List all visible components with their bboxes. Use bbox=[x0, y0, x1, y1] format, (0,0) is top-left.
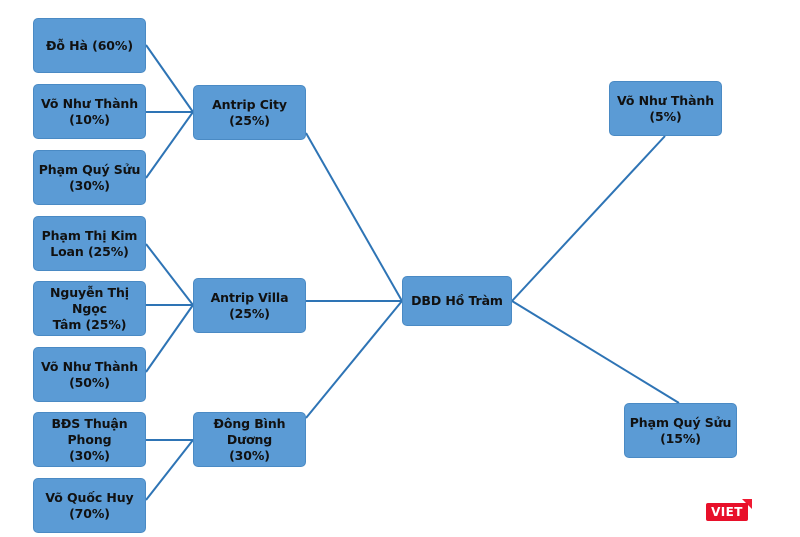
node-vo-nhu-thanh-10[interactable]: Võ Như Thành (10%) bbox=[33, 84, 146, 139]
node-label-vo-quoc-huy: Võ Quốc Huy (70%) bbox=[45, 489, 134, 521]
node-pham-quy-suu-15[interactable]: Phạm Quý Sửu (15%) bbox=[624, 403, 737, 458]
node-label-nguyen-thi-ngoc-tam: Nguyễn Thị Ngọc Tâm (25%) bbox=[50, 284, 129, 332]
connector-do-ha-to-antrip-city bbox=[145, 44, 194, 113]
node-bds-thuan-phong[interactable]: BĐS Thuận Phong (30%) bbox=[33, 412, 146, 467]
node-label-vo-nhu-thanh-5: Võ Như Thành (5%) bbox=[617, 92, 714, 124]
node-label-antrip-villa: Antrip Villa (25%) bbox=[210, 289, 289, 321]
connector-dong-binh-duong-to-dbd-ho-tram bbox=[305, 300, 403, 419]
node-label-antrip-city: Antrip City (25%) bbox=[212, 96, 287, 128]
node-label-vo-nhu-thanh-10: Võ Như Thành (10%) bbox=[41, 95, 138, 127]
node-pham-quy-suu-30[interactable]: Phạm Quý Sửu (30%) bbox=[33, 150, 146, 205]
node-vo-quoc-huy[interactable]: Võ Quốc Huy (70%) bbox=[33, 478, 146, 533]
connector-pham-thi-kim-loan-to-antrip-villa bbox=[145, 243, 194, 306]
connector-dbd-ho-tram-to-pham-quy-suu-15 bbox=[511, 300, 680, 404]
node-nguyen-thi-ngoc-tam[interactable]: Nguyễn Thị Ngọc Tâm (25%) bbox=[33, 281, 146, 336]
node-label-pham-quy-suu-30: Phạm Quý Sửu (30%) bbox=[38, 161, 141, 193]
node-vo-nhu-thanh-5[interactable]: Võ Như Thành (5%) bbox=[609, 81, 722, 136]
node-antrip-city[interactable]: Antrip City (25%) bbox=[193, 85, 306, 140]
node-vo-nhu-thanh-50[interactable]: Võ Như Thành (50%) bbox=[33, 347, 146, 402]
connector-dbd-ho-tram-to-vo-nhu-thanh-5 bbox=[511, 135, 666, 302]
connector-pham-quy-suu-30-to-antrip-city bbox=[145, 111, 194, 179]
node-antrip-villa[interactable]: Antrip Villa (25%) bbox=[193, 278, 306, 333]
connector-vo-quoc-huy-to-dong-binh-duong bbox=[145, 439, 194, 501]
node-do-ha[interactable]: Đỗ Hà (60%) bbox=[33, 18, 146, 73]
node-label-pham-thi-kim-loan: Phạm Thị Kim Loan (25%) bbox=[41, 227, 138, 259]
node-label-vo-nhu-thanh-50: Võ Như Thành (50%) bbox=[41, 358, 138, 390]
logo-text: VIET bbox=[706, 503, 748, 521]
node-label-pham-quy-suu-15: Phạm Quý Sửu (15%) bbox=[629, 414, 732, 446]
connector-vo-nhu-thanh-50-to-antrip-villa bbox=[145, 304, 194, 373]
node-label-dong-binh-duong: Đông Bình Dương (30%) bbox=[213, 415, 286, 463]
node-dbd-ho-tram[interactable]: DBD Hồ Tràm bbox=[402, 276, 512, 326]
node-pham-thi-kim-loan[interactable]: Phạm Thị Kim Loan (25%) bbox=[33, 216, 146, 271]
connector-antrip-city-to-dbd-ho-tram bbox=[305, 132, 403, 302]
node-label-bds-thuan-phong: BĐS Thuận Phong (30%) bbox=[51, 415, 128, 463]
node-dong-binh-duong[interactable]: Đông Bình Dương (30%) bbox=[193, 412, 306, 467]
node-label-do-ha: Đỗ Hà (60%) bbox=[46, 37, 133, 53]
viet-logo: VIET bbox=[706, 499, 754, 521]
node-label-dbd-ho-tram: DBD Hồ Tràm bbox=[411, 293, 503, 308]
